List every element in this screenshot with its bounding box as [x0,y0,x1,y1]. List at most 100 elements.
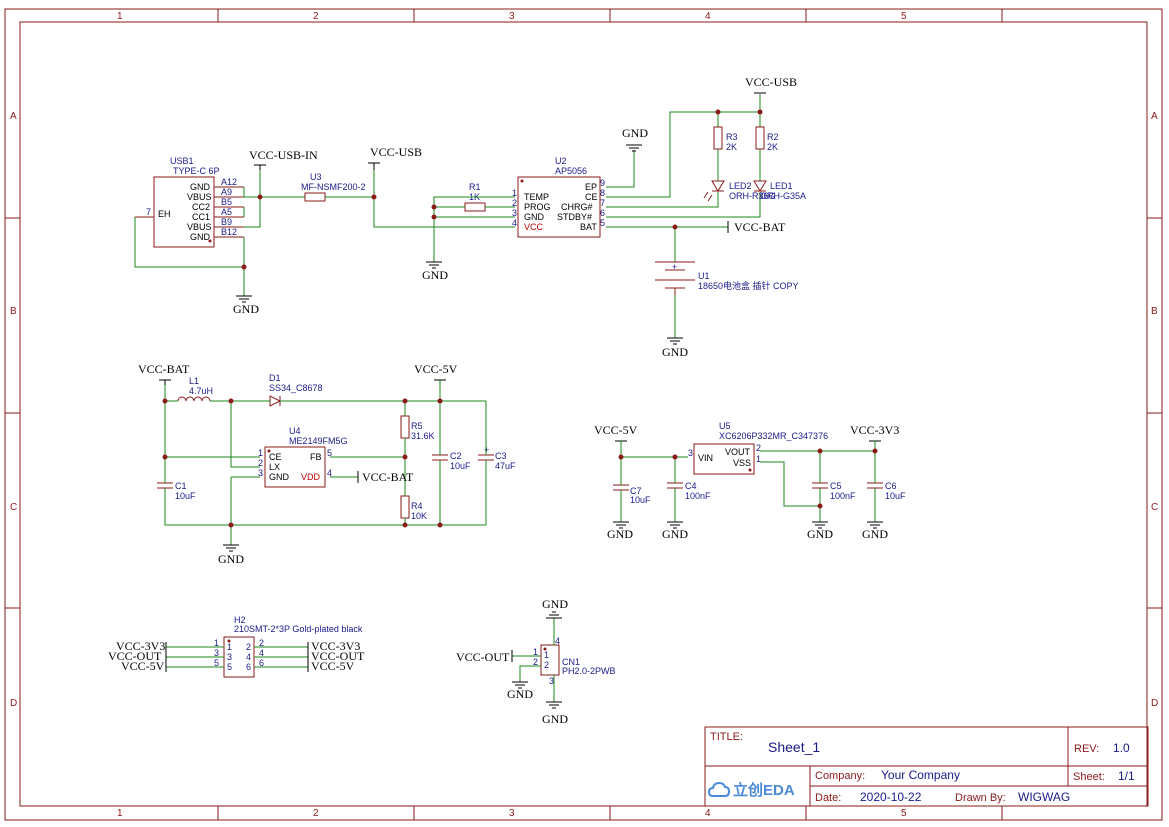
u5-pin-name: VIN [698,453,713,463]
r5-resistor[interactable]: R5 31.6K [400,415,435,441]
cn1-pin-num: 1 [533,647,538,657]
net-label: GND [662,345,688,359]
c5-value: 100nF [830,491,856,501]
c2-value: 10uF [450,461,471,471]
c7-ref: C7 [630,486,642,496]
c2-capacitor[interactable]: C2 10uF [432,451,471,471]
zone-row-left: D [10,698,17,709]
net-vcc-bat-boost: VCC-BAT [138,362,190,385]
h2-net-labels: VCC-3V3 VCC-OUT VCC-5V VCC-3V3 VCC-OUT V… [108,639,365,673]
r2-resistor[interactable]: R2 2K [755,126,779,152]
usb1-eh-num: 7 [146,207,151,217]
u2-charger-ic[interactable]: U2 AP5056 TEMP PROG GND VCC 1 2 3 4 EP C… [512,156,605,238]
company-label: Company: [815,770,865,782]
u2-pin-num: 5 [600,218,605,228]
usb1-pin-num: B12 [221,227,237,237]
zone-row-left: C [10,502,17,513]
l1-ref: L1 [189,376,199,386]
cn1-net-labels: VCC-OUT GND GND GND [456,597,568,726]
c2-ref: C2 [450,451,462,461]
u2-pin-num: 2 [512,198,517,208]
u3-fuse[interactable]: U3 MF-NSMF200-2 [301,172,366,202]
gnd-symbol-ep: GND [622,126,648,152]
net-label: VCC-5V [311,659,355,673]
c3-capacitor[interactable]: + C3 47uF [478,445,516,471]
c6-capacitor[interactable]: C6 10uF [867,481,906,501]
zone-row-left: B [10,306,17,317]
u1-battery[interactable]: + U1 18650电池盒 插针 COPY [655,261,799,295]
net-label: VCC-BAT [362,470,414,484]
led1[interactable]: LED1 ORH-G35A [753,180,806,201]
led1-ref: LED1 [770,181,793,191]
u2-pin-name: GND [524,212,545,222]
cn1-value: PH2.0-2PWB [562,666,616,676]
net-label: GND [218,552,244,566]
u4-ref: U4 [289,426,301,436]
c7-value: 10uF [630,495,651,505]
u3-value: MF-NSMF200-2 [301,182,366,192]
u4-pin-name: GND [269,472,290,482]
u4-pin-num: 4 [327,468,332,478]
c5-capacitor[interactable]: C5 100nF [812,481,856,501]
h2-wires [165,642,309,672]
usb1-pin-name: VBUS [187,222,212,232]
u2-ref: U2 [555,156,567,166]
u2-pin-name: BAT [580,222,597,232]
u1-plus: + [672,262,677,272]
net-label: VCC-3V3 [116,639,165,653]
u5-pin-num: 2 [756,443,761,453]
usb1-pin-num: B9 [221,217,232,227]
usb1-eh-name: EH [158,209,171,219]
c7-capacitor[interactable]: C7 10uF [613,484,651,505]
u4-boost-ic[interactable]: U4 ME2149FM5G CE LX GND FB VDD 1 2 3 5 4 [258,426,348,488]
zone-row-right: D [1151,698,1158,709]
zone-row-right: B [1151,306,1158,317]
h2-pin-num: 3 [227,652,232,662]
h2-pin-num: 1 [227,642,232,652]
cn1-connector[interactable]: CN1 PH2.0-2PWB 1 2 1 2 3 4 [533,636,616,686]
date-value: 2020-10-22 [860,790,922,804]
u2-pin-num: 3 [512,208,517,218]
net-label: VCC-OUT [456,650,510,664]
u2-pin-name: CE [585,192,598,202]
net-label: VCC-3V3 [311,639,360,653]
net-label: VCC-5V [594,423,638,437]
c1-capacitor[interactable]: C1 10uF [157,481,196,501]
zone-col-top: 2 [313,11,319,22]
zone-col-bottom: 1 [117,808,123,819]
led2[interactable]: LED2 ORH-R36G [703,180,776,202]
net-label: VCC-OUT [108,649,162,663]
zone-col-top: 1 [117,11,123,22]
l1-inductor[interactable]: L1 4.7uH [177,376,213,402]
net-label: GND [607,527,633,541]
h2-pin-num: 3 [214,648,219,658]
net-label: VCC-USB [745,75,797,89]
r1-ref: R1 [469,182,481,192]
zone-col-top: 5 [901,11,907,22]
gnd-symbol-u2: GND [422,261,448,282]
rev-value: 1.0 [1113,741,1130,755]
u2-pin-name: VCC [524,222,544,232]
usb-wires [134,170,515,296]
r4-resistor[interactable]: R4 10K [400,495,427,521]
r3-resistor[interactable]: R3 2K [713,126,738,152]
c4-capacitor[interactable]: C4 100nF [667,481,711,501]
gnd-symbol-battery: GND [662,337,688,359]
c3-plus: + [484,445,489,455]
c5-ref: C5 [830,481,842,491]
usb1-pin-name: GND [190,232,211,242]
u2-pin-num: 7 [600,198,605,208]
usb1-pin-name: GND [190,182,211,192]
net-label: VCC-BAT [138,362,190,376]
net-label: GND [622,126,648,140]
cn1-pin-num: 2 [544,660,549,670]
h2-pin-num: 5 [214,658,219,668]
h2-pin-num: 2 [259,638,264,648]
u5-ldo-ic[interactable]: U5 XC6206P332MR_C347376 VIN VOUT VSS 3 2… [688,421,828,475]
usb1-connector[interactable]: USB1 TYPE-C 6P GND VBUS CC2 CC1 VBUS GND… [135,156,244,248]
net-label: GND [422,268,448,282]
u4-pin-name: FB [310,452,322,462]
c6-value: 10uF [885,491,906,501]
rev-label: REV: [1074,743,1099,755]
net-label: GND [507,687,533,701]
